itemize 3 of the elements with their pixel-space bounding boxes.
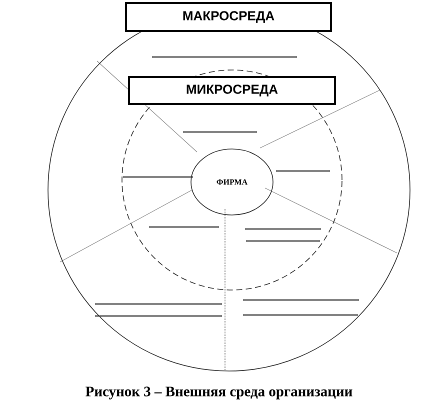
caption: Рисунок 3 – Внешняя среда организации [86, 386, 352, 400]
heading-box: МАКРОСРЕДА [125, 2, 332, 32]
heading-box: МИКРОСРЕДА [128, 76, 336, 105]
